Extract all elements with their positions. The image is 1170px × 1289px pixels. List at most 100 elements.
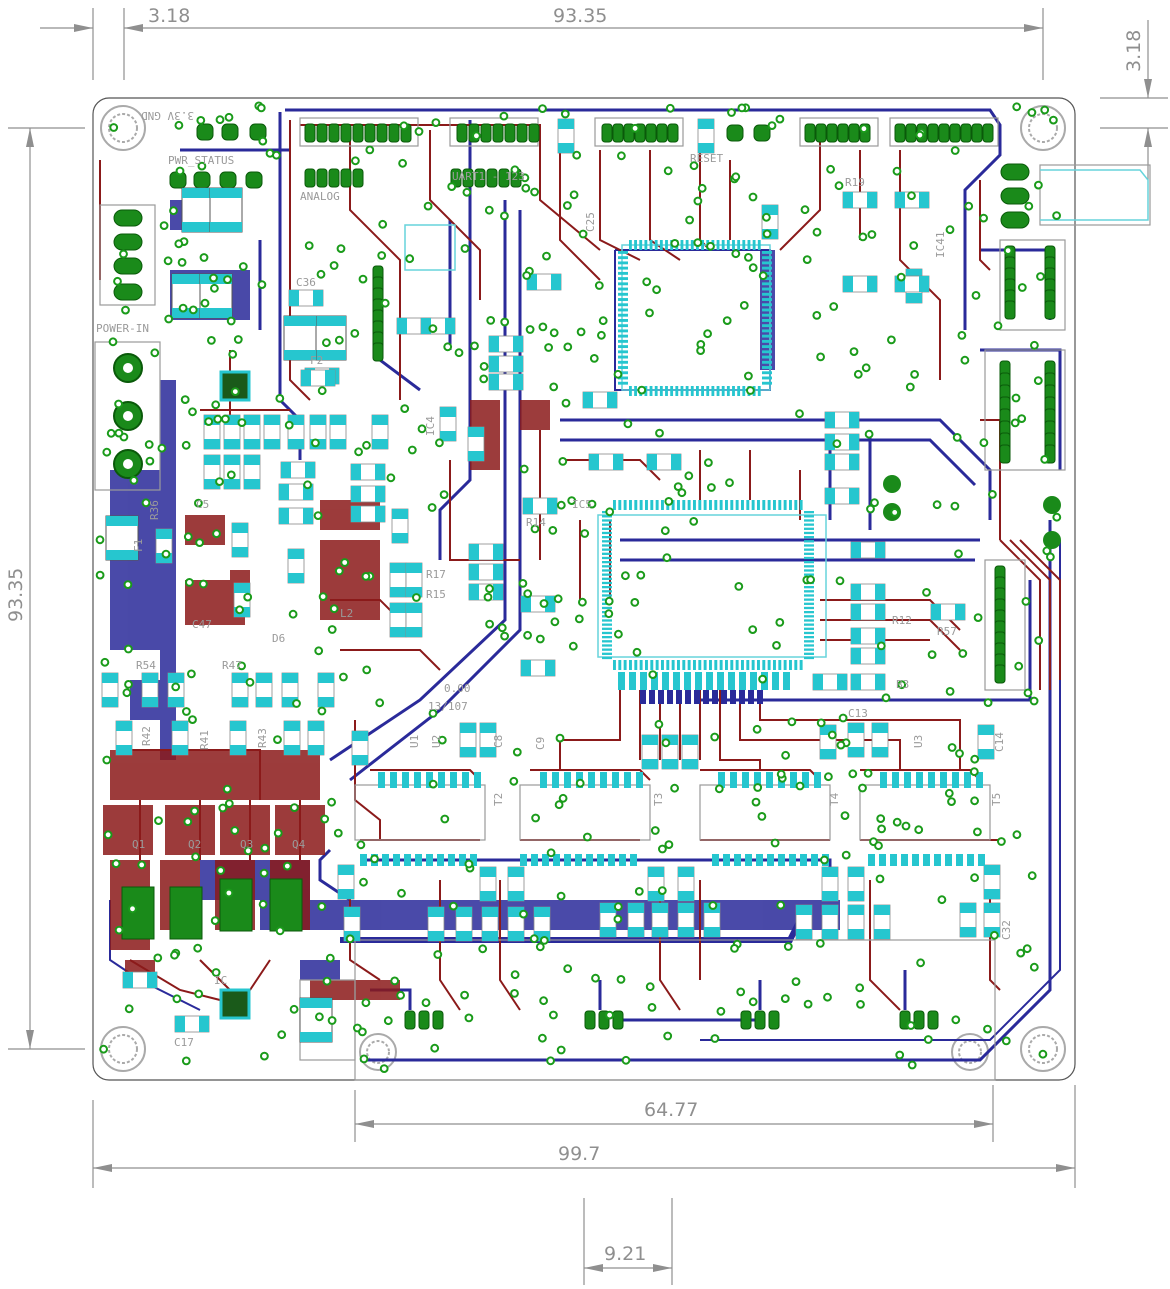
via (313, 511, 323, 520)
via (664, 497, 674, 506)
via (423, 201, 433, 211)
smd-pad (682, 759, 698, 769)
smd-pad (116, 745, 132, 755)
ic-pin (778, 660, 782, 670)
ic-pin (634, 240, 637, 250)
transformer-pin (880, 772, 887, 788)
transformer-pin (636, 772, 643, 788)
via (892, 166, 902, 176)
via (314, 646, 324, 656)
via (907, 1060, 917, 1070)
ic-pin (762, 350, 772, 354)
smd-pad (406, 563, 422, 573)
smd-pad (642, 759, 658, 769)
smd-pad (813, 674, 823, 690)
via (1016, 948, 1026, 958)
pin (245, 171, 263, 189)
smd-pad (822, 929, 838, 939)
via (855, 983, 865, 993)
ic-pin (804, 619, 814, 622)
via (594, 281, 604, 290)
via (548, 526, 558, 535)
via (815, 939, 825, 948)
via (598, 316, 608, 326)
via (171, 682, 181, 692)
via (1052, 512, 1062, 522)
capacitor-pad (300, 998, 332, 1008)
smd-pad (282, 673, 298, 683)
capacitor-pad (210, 188, 242, 198)
ic-pin (602, 573, 612, 576)
ic-pin (742, 240, 746, 250)
header-pin (645, 123, 657, 143)
via (258, 899, 268, 909)
via (816, 352, 825, 362)
header-pin (994, 664, 1006, 684)
via (538, 104, 547, 113)
ic-pin (618, 308, 628, 312)
via (122, 688, 132, 698)
smd-pad (264, 415, 280, 425)
via (909, 241, 919, 250)
via (123, 580, 133, 589)
via (525, 325, 535, 334)
ic-pin (799, 500, 803, 510)
ic-pin (762, 381, 772, 385)
via (235, 605, 245, 615)
via (194, 989, 204, 999)
label-version: 0.00 (444, 682, 471, 695)
via (696, 346, 705, 356)
ic-pin (703, 660, 707, 670)
via (290, 803, 299, 812)
header-pin (364, 123, 376, 143)
via (472, 131, 481, 141)
via (190, 806, 200, 816)
ic-pin (602, 594, 612, 597)
smd-pad (508, 891, 524, 901)
dim-top-width: 93.35 (553, 5, 607, 27)
ic-pin (804, 511, 814, 514)
via (303, 480, 313, 490)
mounting-hole (100, 105, 146, 151)
via (572, 150, 582, 160)
via (636, 570, 646, 580)
label-analog: ANALOG (300, 190, 340, 203)
via (399, 121, 409, 131)
via (802, 255, 812, 265)
header-pin (667, 123, 679, 143)
pin (249, 123, 267, 141)
via (421, 998, 431, 1008)
via (947, 743, 957, 752)
smd-pad (848, 929, 864, 939)
silkscreen-outlines (94, 117, 1151, 1081)
transformer-pin (414, 772, 421, 788)
via (569, 190, 579, 200)
connector-pin (426, 854, 433, 866)
smd-pad (822, 891, 838, 901)
via (288, 609, 298, 619)
via (333, 828, 343, 838)
smd-pad (895, 276, 905, 292)
via (704, 458, 713, 468)
smd-pad (318, 697, 334, 707)
smd-pad (264, 439, 280, 449)
ic-pin (602, 561, 612, 564)
smd-pad (156, 529, 172, 539)
via (578, 597, 587, 607)
smd-pad (851, 674, 861, 690)
via (621, 1055, 631, 1065)
header-pin (388, 123, 400, 143)
via (642, 277, 652, 287)
via (630, 123, 640, 133)
via (613, 914, 623, 924)
via (707, 483, 716, 492)
via (497, 623, 507, 633)
smd-pad (848, 891, 864, 901)
smd-pad (867, 276, 877, 292)
via (561, 398, 571, 408)
via (578, 229, 588, 239)
pin (753, 124, 771, 142)
smd-pad (521, 596, 531, 612)
label-f2: F2 (310, 354, 323, 367)
via (621, 571, 630, 581)
